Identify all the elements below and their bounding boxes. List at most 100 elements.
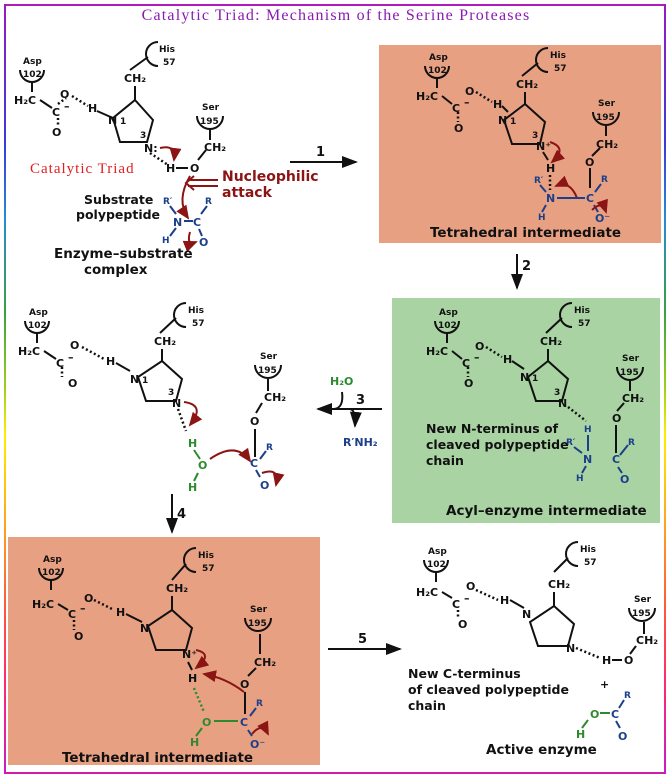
his-ch2: CH₂	[516, 78, 538, 91]
asp-h2c: H₂C	[416, 586, 438, 599]
tetrahedral-c: C	[240, 716, 248, 729]
substrate-n: N	[173, 216, 182, 229]
his-label: His	[159, 45, 175, 55]
his-ch2: CH₂	[154, 335, 176, 348]
his-n1-number: 1	[120, 117, 126, 127]
nucleophilic-attack-line2: attack	[222, 185, 273, 201]
his-label: His	[198, 551, 214, 561]
his-n1: N	[140, 622, 149, 635]
es-complex-caption-line2: complex	[84, 262, 148, 278]
active-enzyme-caption: Active enzyme	[486, 742, 597, 758]
his-n1-h: H	[116, 606, 125, 619]
water-o: O	[202, 716, 211, 729]
leaving-amine-label: R′NH₂	[343, 436, 378, 449]
step-2-arrow: 2	[511, 254, 531, 290]
his-n3-number: 3	[554, 388, 560, 398]
his-n3-plus: N⁺	[182, 648, 197, 661]
asp-label: Asp	[428, 547, 447, 557]
oxyanion: O⁻	[595, 212, 610, 225]
tetrahedral-intermediate-1: Asp 102 H₂C C – O O H His 57 CH₂ N 1 3 N…	[416, 47, 621, 241]
ser-ch2: CH₂	[204, 141, 226, 154]
r-prime: R′	[566, 438, 576, 448]
asp-o1: O	[466, 580, 475, 593]
his-label: His	[580, 545, 596, 555]
asp-o2: O	[52, 126, 61, 139]
tetrahedral-1-caption: Tetrahedral intermediate	[430, 225, 621, 241]
asp-c: C	[56, 357, 64, 370]
asp-o2: O	[458, 618, 467, 631]
acyl-enzyme-intermediate: Asp 102 H₂C C – O O H His 57 CH₂ N 1 3 N…	[426, 302, 647, 519]
acyl-c: C	[250, 457, 258, 470]
ser-o: O	[190, 162, 199, 175]
step-2-label: 2	[522, 259, 531, 274]
substrate-label-line2: polypeptide	[76, 207, 160, 222]
his-n1-number: 1	[532, 374, 538, 384]
asp-o2: O	[454, 122, 463, 135]
ser-ch2: CH₂	[254, 656, 276, 669]
his-n1-number: 1	[142, 376, 148, 386]
r-group: R	[624, 691, 631, 701]
diagram-title: Catalytic Triad: Mechanism of the Serine…	[141, 7, 531, 24]
his-n3: N	[172, 397, 181, 410]
ser-o: O	[612, 412, 621, 425]
ser-label: Ser	[202, 103, 220, 113]
asp-label: Asp	[429, 53, 448, 63]
asp-carboxyl-c: C	[52, 106, 60, 119]
ser-number: 195	[200, 117, 219, 127]
ser-label: Ser	[622, 354, 640, 364]
asp-number: 102	[427, 560, 446, 570]
asp-h2c: H₂C	[416, 90, 438, 103]
r-prime: R′	[534, 176, 544, 186]
acyl-c: C	[612, 453, 620, 466]
step-1-arrow: 1	[290, 145, 358, 168]
his-n3: N:	[144, 142, 158, 155]
r-group: R	[628, 438, 635, 448]
oxyanion: O⁻	[250, 738, 265, 751]
asp-charge: –	[80, 602, 86, 615]
acid-h: H	[576, 728, 585, 741]
his-n3: N	[558, 397, 567, 410]
nucleophilic-attack-line1: Nucleophilic	[222, 169, 319, 185]
his-n1-h: H	[88, 102, 97, 115]
his-n3-number: 3	[532, 131, 538, 141]
asp-number: 102	[438, 321, 457, 331]
r-group: R	[601, 175, 608, 185]
asp-number: 102	[28, 321, 47, 331]
his-n1: N	[108, 114, 117, 127]
water-attack-stage: Asp 102 H₂C C – O O H His 57 CH₂ N 1 3 N…	[18, 302, 286, 494]
his-n1: N	[498, 114, 507, 127]
his-number: 57	[192, 319, 205, 329]
ser-ch2: CH₂	[264, 391, 286, 404]
r-group: R	[266, 443, 273, 453]
his-n1-h: H	[106, 355, 115, 368]
amine-h: H	[576, 474, 584, 484]
asp-h2c: H₂C	[32, 598, 54, 611]
new-c-terminus-line3: chain	[408, 698, 446, 713]
asp-o1: O	[475, 340, 484, 353]
substrate-r-prime: R′	[163, 197, 173, 207]
ser-bracket	[196, 115, 224, 130]
asp-h2c: H₂C	[426, 345, 448, 358]
his-number: 57	[554, 64, 567, 74]
amine-n: N	[583, 453, 592, 466]
his-n3-number: 3	[140, 131, 146, 141]
water-label: H₂O	[330, 375, 353, 388]
his-n1: N	[520, 371, 529, 384]
his-n3-number: 3	[168, 388, 174, 398]
enzyme-substrate-complex: Asp 102 H₂C C – O O H His 57 CH₂ N 1 3 N…	[14, 41, 319, 278]
ser-ch2: CH₂	[622, 392, 644, 405]
asp-h2c: H₂C	[14, 94, 36, 107]
his-number: 57	[578, 319, 591, 329]
his-number: 57	[163, 58, 176, 68]
new-c-terminus-line2: of cleaved polypeptide	[408, 682, 569, 697]
step-3-arrow: H₂O 3 R′NH₂	[316, 375, 382, 449]
ser-number: 195	[258, 366, 277, 376]
amine-h: H	[538, 213, 546, 223]
asp-c: C	[452, 102, 460, 115]
ser-o: O	[250, 415, 259, 428]
his-n1-number: 1	[510, 117, 516, 127]
plus-sign: +	[600, 678, 609, 691]
asp-charge: –	[464, 592, 470, 605]
water-h: H	[190, 736, 199, 749]
new-n-terminus-line3: chain	[426, 453, 464, 468]
